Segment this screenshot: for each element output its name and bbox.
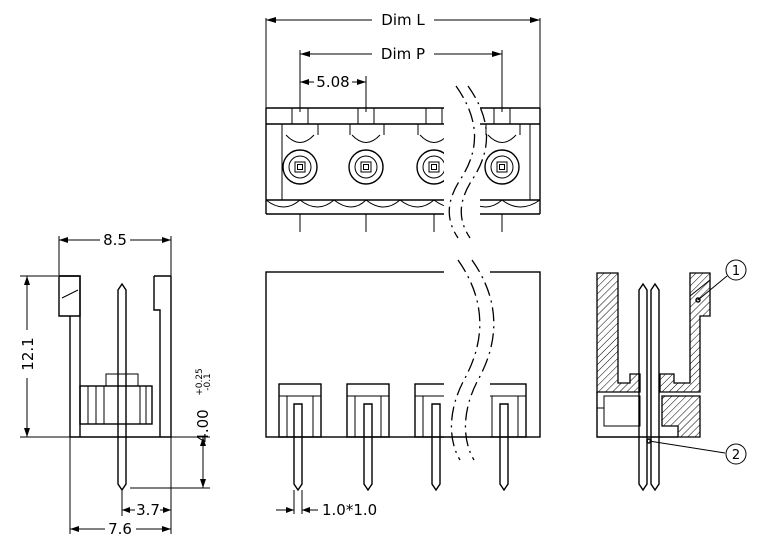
pin-section-dimension: 1.0*1.0 [276, 490, 377, 519]
height-label: 12.1 [19, 337, 37, 370]
dim-p-dimension: Dim P [299, 45, 503, 112]
dim-l-label: Dim L [381, 11, 425, 29]
pin-length-label: 4.00 [194, 409, 212, 442]
screw-terminal [282, 134, 318, 185]
side-view: 8.5 12.1 [19, 231, 213, 538]
pin-offset-label: 3.7 [136, 501, 160, 519]
pitch-dimension: 5.08 [300, 73, 367, 112]
break-line [444, 259, 495, 461]
base-width-label: 7.6 [108, 520, 132, 538]
callout-1-number: 1 [732, 264, 740, 279]
top-view: Dim L Dim P 5.08 [265, 11, 541, 239]
screw-terminal [348, 134, 384, 185]
front-pin [346, 383, 390, 492]
front-pin [278, 383, 322, 492]
break-line [444, 85, 488, 239]
callout-2-number: 2 [732, 448, 740, 463]
front-pin [483, 383, 527, 492]
pin-section-label: 1.0*1.0 [322, 501, 377, 519]
callout-1: 1 [695, 259, 747, 303]
height-dimension: 12.1 [19, 275, 70, 438]
dim-l-dimension: Dim L [265, 11, 541, 108]
screw-terminal [416, 134, 452, 185]
width-top-dimension: 8.5 [58, 231, 172, 278]
side-view-body [58, 275, 172, 438]
width-top-label: 8.5 [103, 231, 127, 249]
tolerance-minus: -0.1 [203, 373, 213, 391]
pin-offset-dimension: 3.7 [121, 437, 172, 519]
front-view: 1.0*1.0 [265, 259, 541, 519]
callout-2: 2 [646, 438, 747, 465]
section-view: 1 2 [596, 259, 747, 492]
tolerance-plus: +0.25 [195, 368, 205, 396]
side-view-pin [117, 282, 127, 492]
pin-length-dimension: 4.00 +0.25 -0.1 [130, 368, 213, 489]
dim-p-label: Dim P [381, 45, 425, 63]
base-width-dimension: 7.6 [69, 437, 172, 538]
top-view-body [265, 107, 541, 215]
pitch-label: 5.08 [316, 73, 349, 91]
screw-terminal [484, 134, 520, 185]
